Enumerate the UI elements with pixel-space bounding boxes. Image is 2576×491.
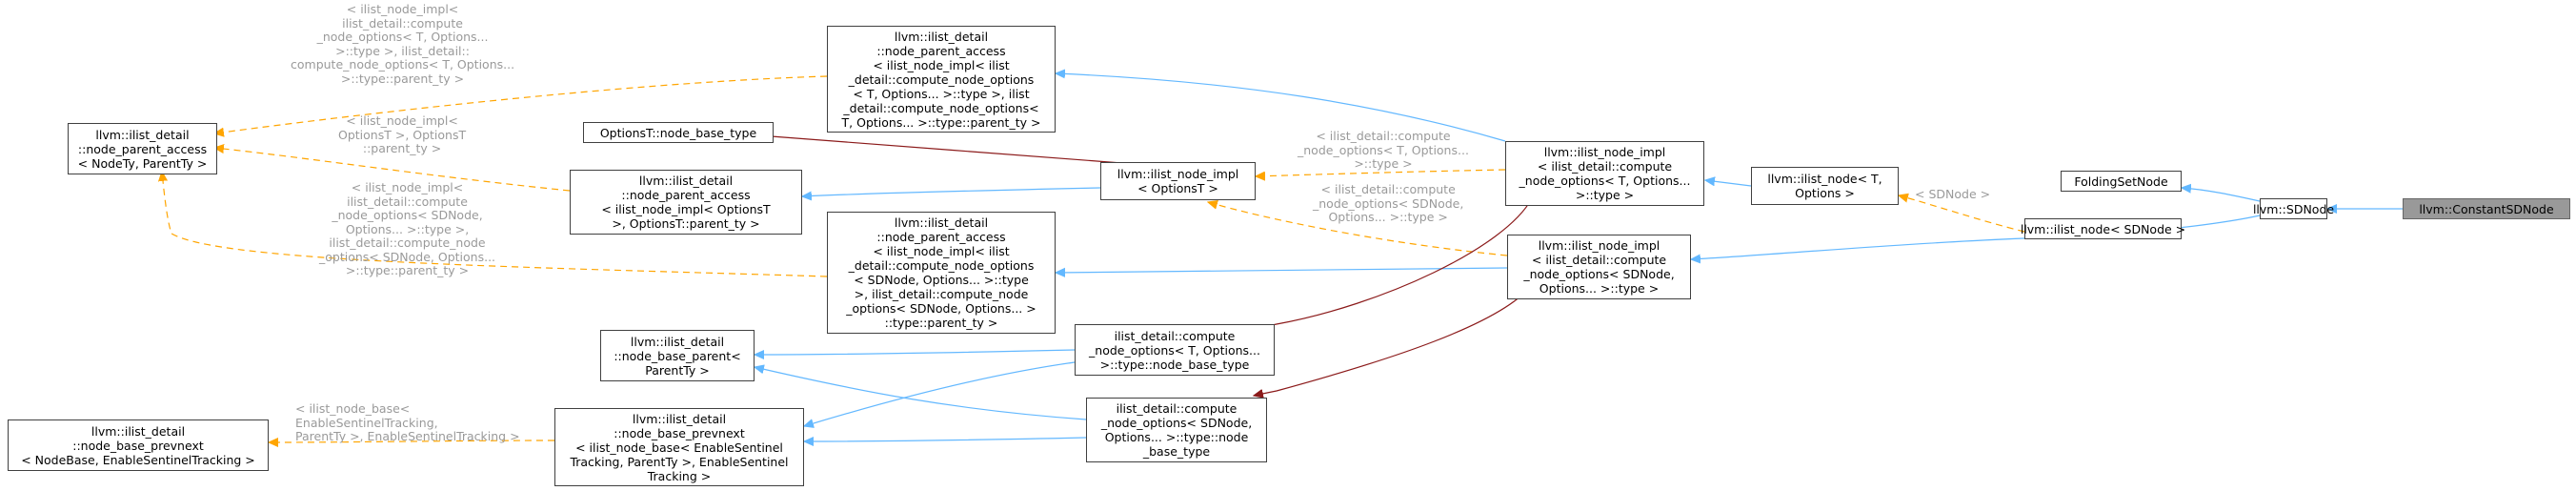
node-ilist-node-impl-t[interactable]: llvm::ilist_node_impl < ilist_detail::co…	[1505, 141, 1704, 206]
edge-label-impl-compute-sdnode: < ilist_detail::compute _node_options< S…	[1313, 182, 1464, 224]
edge-ilistnodet-implt	[1705, 180, 1752, 187]
node-npa-t[interactable]: llvm::ilist_detail ::node_parent_access …	[827, 26, 1056, 133]
edge-cnot-nbparent	[755, 349, 1076, 355]
node-ilist-node-sdnode[interactable]: llvm::ilist_node< SDNode >	[2021, 218, 2185, 239]
edge-label-sdnode: < SDNode >	[1915, 187, 1991, 201]
edge-sdnode-foldingsetnode	[2182, 188, 2261, 202]
edge-implt-npat	[1056, 73, 1506, 142]
node-foldingsetnode[interactable]: FoldingSetNode	[2061, 171, 2182, 192]
edge-label-prevnext: < ilist_node_base< EnableSentinelTrackin…	[295, 401, 520, 443]
node-npa-optionst[interactable]: llvm::ilist_detail ::node_parent_access …	[570, 170, 802, 235]
edge-npaopt-npageneric	[214, 148, 571, 192]
node-ilist-node-t[interactable]: llvm::ilist_node< T, Options >	[1751, 167, 1899, 205]
node-constantsdnode[interactable]: llvm::ConstantSDNode	[2403, 198, 2570, 219]
edge-cnosd-nbparent	[755, 367, 1087, 420]
edge-nbprevnext-nbgeneric	[269, 440, 555, 442]
node-compute-node-options-sdnode[interactable]: ilist_detail::compute _node_options< SDN…	[1086, 398, 1267, 462]
node-npa-sdnode[interactable]: llvm::ilist_detail ::node_parent_access …	[827, 212, 1056, 334]
node-node-base-prevnext-generic[interactable]: llvm::ilist_detail ::node_base_prevnext …	[8, 419, 269, 471]
node-npa-generic[interactable]: llvm::ilist_detail ::node_parent_access …	[68, 123, 217, 174]
node-node-base-prevnext-instance[interactable]: llvm::ilist_detail ::node_base_prevnext …	[554, 408, 804, 486]
edge-implt-implopt	[1256, 169, 1506, 176]
edge-ilistnodesdnode-implsdnode	[1691, 237, 2025, 259]
edge-label-impl-compute-t: < ilist_detail::compute _node_options< T…	[1298, 129, 1469, 171]
edge-cnot-nbprevnext	[804, 361, 1076, 426]
edge-implopt-npaopt	[802, 187, 1101, 196]
edge-label-npa-optionst: < ilist_node_impl< OptionsT >, OptionsT …	[338, 113, 467, 155]
edge-ilistnodesdnode-ilistnodet	[1899, 195, 2025, 233]
edge-cnosd-nbprevnext	[804, 438, 1087, 441]
node-ilist-node-impl-optionst[interactable]: llvm::ilist_node_impl < OptionsT >	[1100, 162, 1256, 200]
edge-implsdnode-npasdnode	[1056, 267, 1508, 273]
edge-npat-npageneric	[214, 75, 828, 133]
edge-implsdnode-implopt	[1208, 202, 1508, 256]
edge-label-npa-t: < ilist_node_impl< ilist_detail::compute…	[291, 2, 515, 86]
node-sdnode[interactable]: llvm::SDNode	[2253, 198, 2334, 219]
edge-npasd-npageneric	[162, 172, 828, 277]
edge-implsdnode-cnosd	[1254, 281, 1535, 396]
edge-label-npa-sdnode: < ilist_node_impl< ilist_detail::compute…	[319, 180, 496, 277]
node-node-base-parent[interactable]: llvm::ilist_detail ::node_base_parent< P…	[600, 330, 755, 381]
node-ilist-node-impl-sdnode[interactable]: llvm::ilist_node_impl < ilist_detail::co…	[1507, 235, 1691, 299]
node-optionst-node-base-type[interactable]: OptionsT::node_base_type	[583, 122, 774, 143]
node-compute-node-options-t[interactable]: ilist_detail::compute _node_options< T, …	[1075, 324, 1275, 376]
